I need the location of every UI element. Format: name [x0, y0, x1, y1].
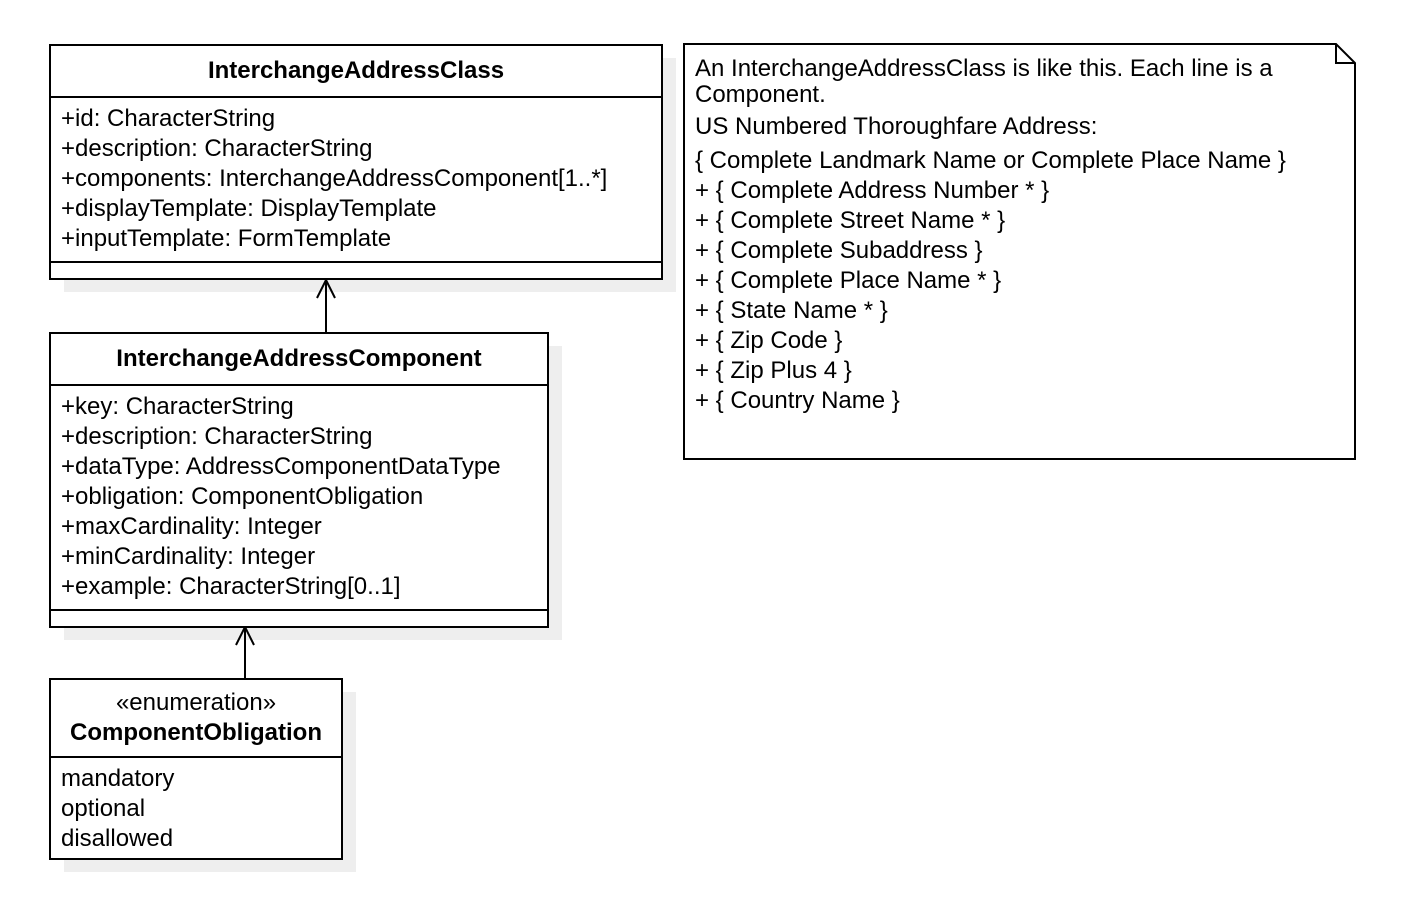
note-line: US Numbered Thoroughfare Address:	[695, 113, 1098, 140]
literal-compartment: mandatory optional disallowed	[51, 758, 341, 854]
attribute: +description: CharacterString	[61, 423, 373, 450]
attribute: +inputTemplate: FormTemplate	[61, 225, 392, 252]
note-body: US Numbered Thoroughfare Address: { Comp…	[695, 112, 1345, 416]
enum-literal: disallowed	[61, 825, 174, 852]
attribute: +dataType: AddressComponentDataType	[61, 453, 501, 480]
note-line: { Complete Landmark Name or Complete Pla…	[695, 147, 1286, 174]
note-line: + { Complete Address Number * }	[695, 177, 1050, 204]
class-header: InterchangeAddressComponent	[51, 334, 547, 386]
attribute: +obligation: ComponentObligation	[61, 483, 424, 510]
note-line: + { State Name * }	[695, 297, 888, 324]
class-interchange-address-component[interactable]: InterchangeAddressComponent +key: Charac…	[49, 332, 549, 628]
note-intro-line: An InterchangeAddressClass is like this.…	[695, 55, 1273, 82]
stereotype-label: «enumeration»	[115, 689, 277, 716]
class-name: InterchangeAddressClass	[207, 57, 505, 84]
attribute: +key: CharacterString	[61, 393, 294, 420]
component-to-class-arrowhead	[316, 277, 336, 299]
attribute: +description: CharacterString	[61, 135, 373, 162]
attribute-compartment: +key: CharacterString +description: Char…	[51, 386, 547, 611]
attribute: +minCardinality: Integer	[61, 543, 316, 570]
class-interchange-address-class[interactable]: InterchangeAddressClass +id: CharacterSt…	[49, 44, 663, 280]
enum-header: «enumeration» ComponentObligation	[51, 680, 341, 758]
attribute: +maxCardinality: Integer	[61, 513, 322, 540]
class-header: InterchangeAddressClass	[51, 46, 661, 98]
note-intro: An InterchangeAddressClass is like this.…	[695, 56, 1345, 108]
note-line: + { Country Name }	[695, 387, 900, 414]
attribute-compartment: +id: CharacterString +description: Chara…	[51, 98, 661, 263]
enum-literal: mandatory	[61, 765, 175, 792]
note[interactable]: An InterchangeAddressClass is like this.…	[695, 56, 1345, 416]
attribute: +example: CharacterString[0..1]	[61, 573, 401, 600]
class-name: InterchangeAddressComponent	[116, 345, 482, 372]
attribute: +components: InterchangeAddressComponent…	[61, 165, 608, 192]
attribute: +displayTemplate: DisplayTemplate	[61, 195, 437, 222]
note-intro-line: Component.	[695, 81, 826, 108]
note-line: + { Complete Place Name * }	[695, 267, 1002, 294]
note-line: + { Complete Street Name * }	[695, 207, 1006, 234]
note-line: + { Complete Subaddress }	[695, 237, 983, 264]
note-line: + { Zip Code }	[695, 327, 843, 354]
enum-name: ComponentObligation	[70, 719, 322, 746]
note-line: + { Zip Plus 4 }	[695, 357, 852, 384]
enum-literal: optional	[61, 795, 146, 822]
enum-component-obligation[interactable]: «enumeration» ComponentObligation mandat…	[49, 678, 343, 860]
attribute: +id: CharacterString	[61, 105, 276, 132]
